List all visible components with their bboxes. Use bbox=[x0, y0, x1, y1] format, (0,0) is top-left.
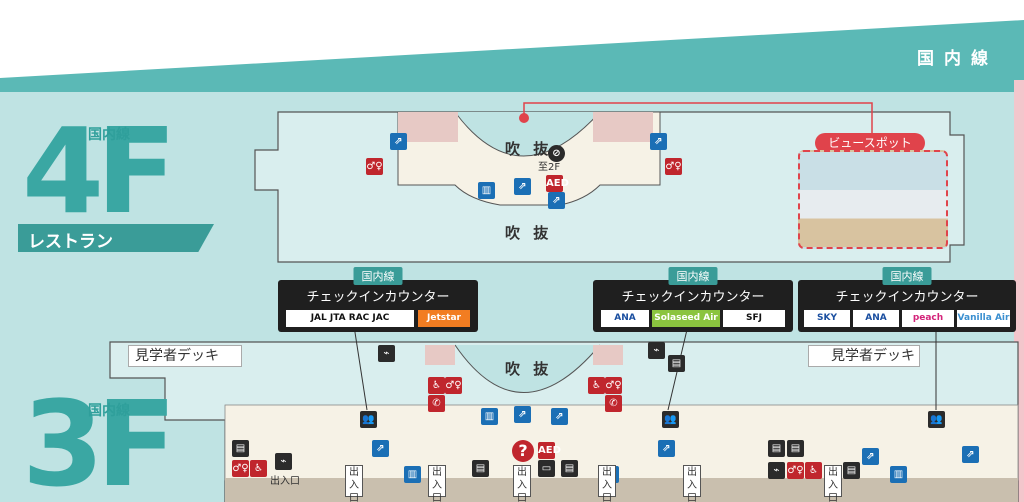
deck-right: 見学者デッキ bbox=[808, 345, 920, 367]
escalator-icon: ⇗ bbox=[514, 406, 531, 423]
info-icon: ⊘ bbox=[548, 145, 565, 162]
exit-door: 出入口 bbox=[428, 465, 446, 502]
shop-icon: ▤ bbox=[472, 460, 489, 477]
counter-tag: 国内線 bbox=[353, 267, 403, 285]
atrium-3f: 吹 抜 bbox=[505, 360, 553, 378]
deck-right-label: 見学者デッキ bbox=[831, 348, 915, 364]
smoking-icon: ⌁ bbox=[275, 453, 292, 470]
floor-4f-sub: 国内線 bbox=[88, 127, 130, 143]
view-spot-tag: ビュースポット bbox=[815, 133, 925, 153]
escalator-icon: ⇗ bbox=[551, 408, 568, 425]
checkin-counter-jal: 国内線 チェックインカウンター JAL JTA RAC JAC Jetstar bbox=[278, 267, 478, 332]
smoking-icon: ⌁ bbox=[648, 342, 665, 359]
checkin-counter-ana: 国内線 チェックインカウンター ANA Solaseed Air SFJ bbox=[593, 267, 793, 332]
airline-solaseed: Solaseed Air bbox=[652, 310, 720, 327]
wheelchair-icon: ♿ bbox=[428, 377, 445, 394]
locker-icon: ▤ bbox=[668, 355, 685, 372]
view-spot-photo bbox=[798, 150, 948, 249]
escalator-icon: ⇗ bbox=[658, 440, 675, 457]
restroom-icon: ♂♀ bbox=[445, 377, 462, 394]
domestic-header: 国内線 bbox=[917, 49, 998, 69]
phone-icon: ✆ bbox=[428, 395, 445, 412]
wheelchair-icon: ♿ bbox=[588, 377, 605, 394]
atrium-4f-lower: 吹 抜 bbox=[505, 224, 553, 242]
escalator-icon: ⇗ bbox=[514, 178, 531, 195]
airline-peach: peach bbox=[902, 310, 954, 327]
airline-jal: JAL JTA RAC JAC bbox=[286, 310, 414, 327]
smoking-icon: ⌁ bbox=[378, 345, 395, 362]
exit-door: 出入口 bbox=[513, 465, 531, 502]
restroom-icon: ♂♀ bbox=[232, 460, 249, 477]
wheelchair-icon: ♿ bbox=[805, 462, 822, 479]
airline-sfj: SFJ bbox=[723, 310, 785, 327]
exit-door: 出入口 bbox=[598, 465, 616, 502]
restroom-icon: ♂♀ bbox=[665, 158, 682, 175]
locker-icon: ▤ bbox=[232, 440, 249, 457]
shop-icon: ▤ bbox=[787, 440, 804, 457]
to-2f-label: 至2F bbox=[538, 162, 561, 173]
escalator-icon: ⇗ bbox=[862, 448, 879, 465]
atrium-4f-upper: 吹 抜 bbox=[505, 140, 553, 158]
deck-left: 見学者デッキ bbox=[128, 345, 242, 367]
counter-tag: 国内線 bbox=[882, 267, 932, 285]
elevator-icon: ▥ bbox=[478, 182, 495, 199]
people-icon: 👥 bbox=[360, 411, 377, 428]
shop-icon: ▤ bbox=[561, 460, 578, 477]
info-icon[interactable]: ? bbox=[512, 440, 534, 462]
restaurant-tag: レストラン bbox=[18, 224, 214, 252]
shop-icon: ▤ bbox=[843, 462, 860, 479]
elevator-icon: ▥ bbox=[481, 408, 498, 425]
counter-title: チェックインカウンター bbox=[835, 290, 979, 305]
checkin-counter-sky: 国内線 チェックインカウンター SKY ANA peach Vanilla Ai… bbox=[798, 267, 1016, 332]
phone-icon: ✆ bbox=[605, 395, 622, 412]
restroom-icon: ♂♀ bbox=[605, 377, 622, 394]
people-icon: 👥 bbox=[928, 411, 945, 428]
counter-tag: 国内線 bbox=[668, 267, 718, 285]
aed-icon: AED bbox=[546, 175, 569, 192]
airline-ana: ANA bbox=[601, 310, 649, 327]
smoking-icon: ⌁ bbox=[768, 462, 785, 479]
restroom-icon: ♂♀ bbox=[366, 158, 383, 175]
aed-icon: AED bbox=[538, 442, 561, 459]
floor-3f-number: 3F bbox=[22, 375, 177, 502]
escalator-icon: ⇗ bbox=[548, 192, 565, 209]
escalator-icon: ⇗ bbox=[650, 133, 667, 150]
restaurant-label: レストラン bbox=[28, 232, 113, 252]
airline-ana: ANA bbox=[853, 310, 899, 327]
locker-icon: ▤ bbox=[768, 440, 785, 457]
atm-icon: ▭ bbox=[538, 460, 555, 477]
exit-label-small: 出入口 bbox=[270, 476, 300, 487]
deck-left-label: 見学者デッキ bbox=[135, 348, 219, 364]
counter-title: チェックインカウンター bbox=[306, 290, 450, 305]
airline-vanilla: Vanilla Air bbox=[957, 310, 1010, 327]
elevator-icon: ▥ bbox=[404, 466, 421, 483]
exit-door: 出入口 bbox=[824, 465, 842, 502]
escalator-icon: ⇗ bbox=[390, 133, 407, 150]
people-icon: 👥 bbox=[662, 411, 679, 428]
airline-jetstar: Jetstar bbox=[418, 310, 470, 327]
airline-sky: SKY bbox=[804, 310, 850, 327]
wheelchair-icon: ♿ bbox=[250, 460, 267, 477]
floor-4f-number: 4F bbox=[22, 102, 177, 240]
exit-door: 出入口 bbox=[345, 465, 363, 502]
elevator-icon: ▥ bbox=[890, 466, 907, 483]
exit-door: 出入口 bbox=[683, 465, 701, 502]
counter-title: チェックインカウンター bbox=[621, 290, 765, 305]
escalator-icon: ⇗ bbox=[372, 440, 389, 457]
restroom-icon: ♂♀ bbox=[787, 462, 804, 479]
escalator-icon: ⇗ bbox=[962, 446, 979, 463]
floor-3f-sub: 国内線 bbox=[88, 403, 130, 419]
